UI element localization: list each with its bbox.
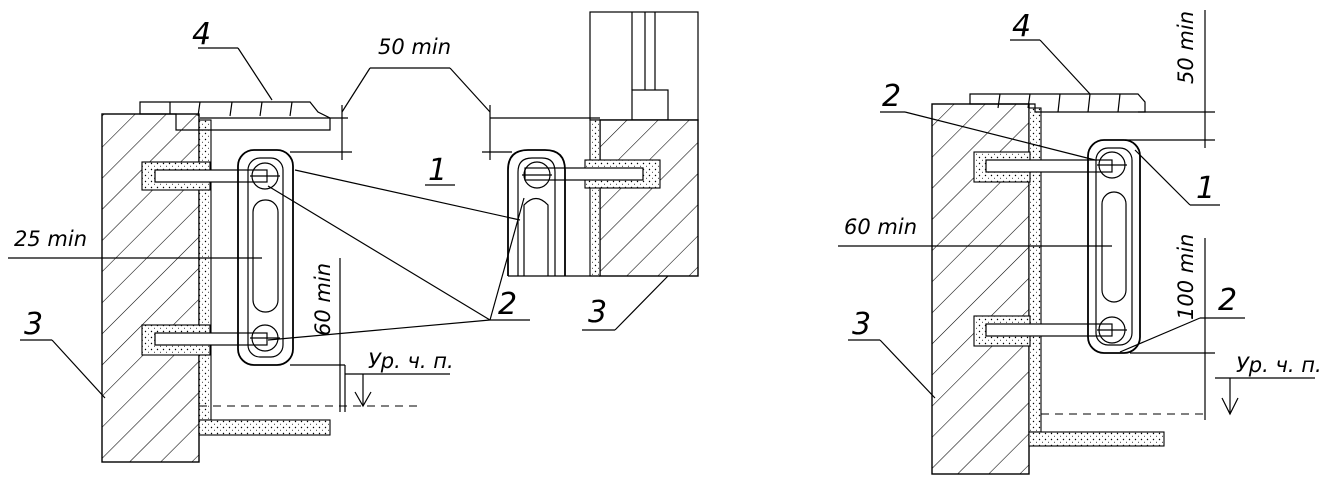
right-dim-top: 50 min — [1174, 11, 1198, 84]
left-label-sill: 4 — [192, 17, 211, 52]
right-label-bracket-bottom: 2 — [1218, 283, 1237, 318]
left-dim-top: 50 min — [378, 35, 451, 59]
window-frame — [589, 11, 699, 121]
right-floor-level: Ур. ч. п. — [1236, 353, 1322, 377]
middle-plaster — [589, 119, 601, 277]
left-leaders — [20, 47, 530, 399]
right-plaster — [1028, 107, 1042, 433]
left-upper-bracket — [141, 161, 268, 191]
right-section — [838, 10, 1315, 475]
right-dimensions — [838, 10, 1315, 420]
right-window-sill — [969, 93, 1146, 113]
right-upper-bracket — [973, 151, 1113, 183]
right-leaders — [848, 39, 1245, 399]
right-label-bracket-top: 2 — [882, 79, 901, 114]
right-label-sill: 4 — [1012, 9, 1031, 44]
middle-radiator — [507, 149, 600, 277]
left-label-bracket: 2 — [498, 287, 517, 322]
right-dim-wall: 60 min — [844, 215, 917, 239]
right-floor-slab — [1028, 431, 1165, 447]
left-floor-level: Ур. ч. п. — [368, 349, 454, 373]
left-dimensions — [8, 67, 450, 412]
middle-dimensions — [449, 67, 512, 160]
left-label-radiator: 1 — [428, 153, 447, 188]
right-lower-bracket — [973, 315, 1113, 347]
left-dim-wall: 25 min — [14, 227, 87, 251]
middle-leader — [582, 275, 669, 331]
middle-label-wall: 3 — [588, 295, 607, 330]
left-section — [8, 47, 530, 463]
left-floor-slab — [198, 419, 331, 436]
left-dim-floor: 60 min — [311, 263, 335, 336]
right-label-wall: 3 — [852, 307, 871, 342]
middle-wall — [599, 119, 699, 277]
left-label-wall: 3 — [24, 307, 43, 342]
right-label-radiator: 1 — [1196, 171, 1215, 206]
middle-section — [449, 11, 699, 331]
left-lower-bracket — [141, 324, 268, 356]
right-dim-floor: 100 min — [1174, 234, 1198, 320]
